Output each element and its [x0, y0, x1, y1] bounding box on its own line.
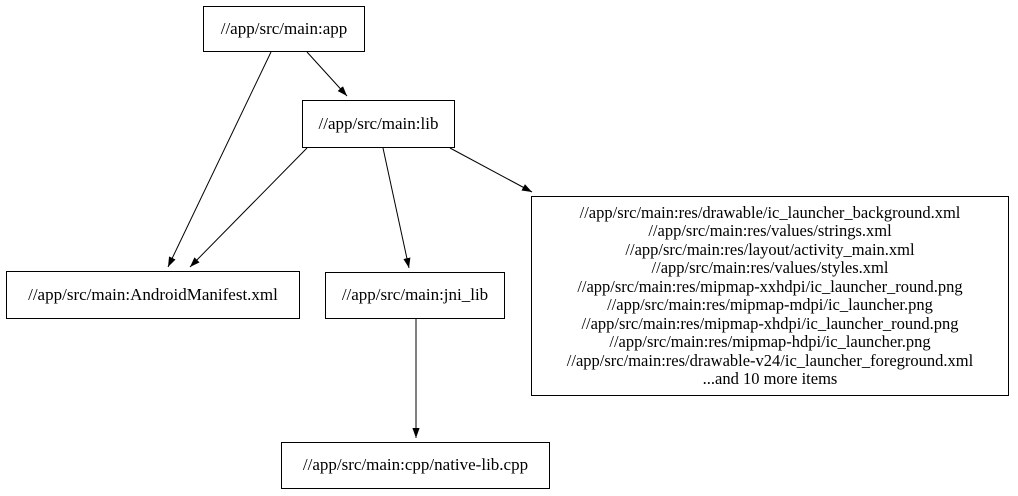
- node-native-lib-cpp-label: //app/src/main:cpp/native-lib.cpp: [302, 455, 529, 475]
- res-more-items: ...and 10 more items: [702, 369, 838, 388]
- edge-app-to-lib: [306, 51, 348, 97]
- res-item: //app/src/main:res/values/strings.xml: [648, 221, 892, 240]
- res-item: //app/src/main:res/drawable/ic_launcher_…: [579, 202, 961, 222]
- node-app: //app/src/main:app: [203, 6, 365, 52]
- edge-lib-to-jni-lib: [382, 147, 411, 269]
- node-android-manifest-label: //app/src/main:AndroidManifest.xml: [28, 284, 278, 304]
- node-lib-label: //app/src/main:lib: [318, 113, 439, 133]
- res-item: //app/src/main:res/drawable-v24/ic_launc…: [566, 350, 974, 370]
- node-app-label: //app/src/main:app: [220, 18, 348, 38]
- res-item: //app/src/main:res/layout/activity_main.…: [625, 239, 915, 259]
- res-item: //app/src/main:res/mipmap-xhdpi/ic_launc…: [581, 313, 959, 333]
- node-android-manifest: //app/src/main:AndroidManifest.xml: [6, 271, 300, 319]
- edge-lib-to-res: [449, 147, 533, 193]
- res-item: //app/src/main:res/mipmap-xxhdpi/ic_laun…: [577, 276, 963, 296]
- edge-lib-to-manifest: [189, 147, 308, 268]
- node-native-lib-cpp: //app/src/main:cpp/native-lib.cpp: [281, 442, 550, 489]
- res-item: //app/src/main:res/values/styles.xml: [651, 258, 889, 277]
- node-lib: //app/src/main:lib: [302, 100, 455, 148]
- res-item: //app/src/main:res/mipmap-hdpi/ic_launch…: [609, 332, 931, 351]
- edge-app-to-manifest: [167, 51, 272, 268]
- node-jni-lib-label: //app/src/main:jni_lib: [341, 285, 489, 305]
- node-jni-lib: //app/src/main:jni_lib: [325, 272, 505, 319]
- res-item: //app/src/main:res/mipmap-mdpi/ic_launch…: [607, 295, 933, 314]
- node-res-group: //app/src/main:res/drawable/ic_launcher_…: [531, 196, 1009, 396]
